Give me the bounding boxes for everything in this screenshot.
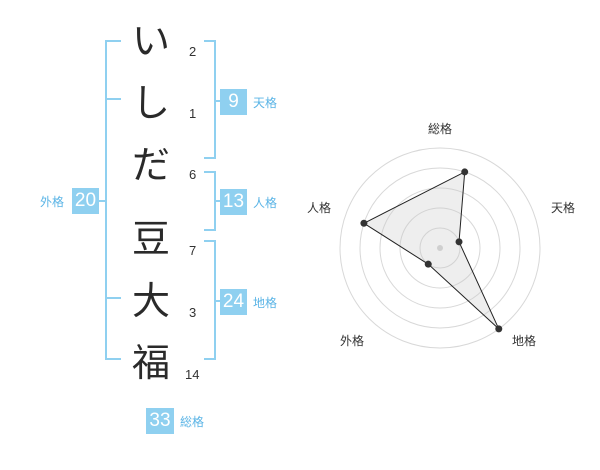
stroke-count-3: 6 — [189, 167, 197, 182]
chikaku-connector — [214, 300, 222, 302]
gaikaku-bracket — [105, 40, 121, 360]
name-char-6: 福 — [131, 341, 170, 385]
chikaku-badge: 24 — [220, 289, 247, 315]
tenkaku-bracket — [204, 40, 216, 159]
radar-point — [360, 219, 368, 227]
gaikaku-bracket-mid-tick-1 — [105, 98, 121, 100]
radar-axis-label: 人格 — [307, 200, 331, 215]
radar-point — [495, 325, 503, 333]
stroke-count-6: 14 — [185, 367, 200, 382]
stroke-count-5: 3 — [189, 305, 197, 320]
name-char-2: し — [131, 81, 170, 125]
soukaku-label: 総格 — [180, 415, 205, 429]
chikaku-label: 地格 — [253, 296, 278, 310]
gaikaku-bracket-mid-tick-2 — [105, 297, 121, 299]
radar-axis-label: 地格 — [512, 333, 536, 348]
gaikaku-badge: 20 — [72, 188, 99, 214]
tenkaku-label: 天格 — [253, 96, 278, 110]
radar-ring — [419, 227, 461, 269]
radar-ring — [339, 147, 541, 349]
radar-ring — [399, 207, 481, 289]
name-char-4: 豆 — [131, 217, 170, 261]
jinkaku-badge: 13 — [220, 189, 247, 215]
radar-axis-label: 外格 — [340, 333, 364, 348]
radar-polygon — [362, 171, 500, 330]
tenkaku-connector — [214, 100, 222, 102]
name-char-1: い — [131, 19, 170, 63]
radar-point — [424, 260, 432, 268]
gaikaku-connector — [98, 200, 107, 202]
radar-axis-label: 総格 — [428, 121, 452, 136]
radar-ring — [359, 167, 521, 329]
jinkaku-label: 人格 — [253, 196, 278, 210]
stroke-count-2: 1 — [189, 106, 197, 121]
gaikaku-label: 外格 — [40, 195, 65, 209]
stroke-count-4: 7 — [189, 243, 197, 258]
soukaku-badge: 33 — [146, 408, 174, 434]
name-char-5: 大 — [131, 279, 170, 323]
jinkaku-connector — [214, 200, 222, 202]
radar-center-dot — [437, 245, 443, 251]
stroke-count-1: 2 — [189, 44, 197, 59]
name-char-3: だ — [131, 143, 170, 187]
radar-point — [455, 238, 463, 246]
radar-axis-label: 天格 — [551, 200, 575, 215]
radar-ring — [379, 187, 501, 309]
tenkaku-badge: 9 — [220, 89, 247, 115]
radar-point — [461, 168, 469, 176]
